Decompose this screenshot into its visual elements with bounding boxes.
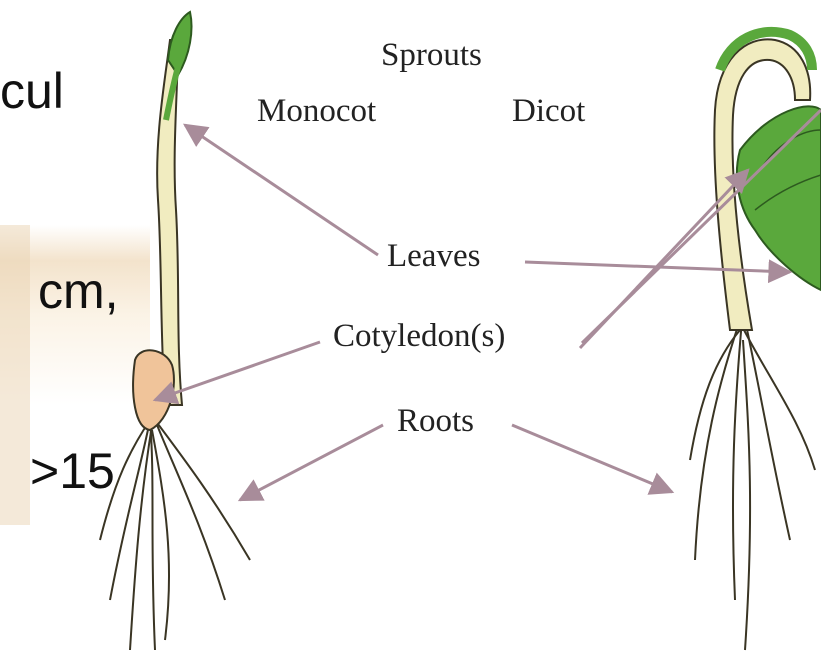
monocot-cotyledon [133, 350, 174, 430]
dicot-sprout [690, 32, 821, 650]
dicot-leaves [737, 106, 821, 290]
diagram-title: Sprouts [381, 37, 482, 74]
cotyledons-label: Cotyledon(s) [333, 318, 505, 355]
roots-label: Roots [397, 403, 474, 440]
monocot-roots [100, 420, 250, 650]
dicot-roots [690, 320, 815, 650]
monocot-heading: Monocot [257, 93, 376, 130]
leaves-label: Leaves [387, 238, 480, 275]
dicot-heading: Dicot [512, 93, 585, 130]
arrow-roots-monocot [240, 425, 383, 500]
monocot-sprout [100, 12, 250, 650]
arrow-leaves-monocot [185, 125, 378, 255]
arrow-roots-dicot [512, 425, 672, 492]
